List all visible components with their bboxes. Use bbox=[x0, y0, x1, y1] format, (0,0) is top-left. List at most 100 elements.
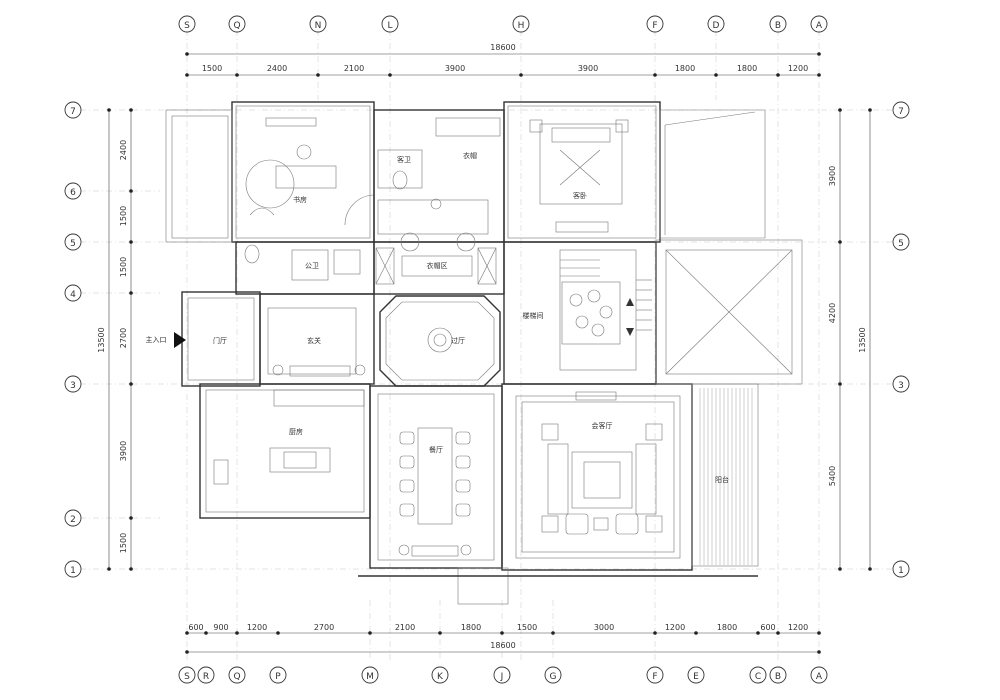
bubble-top-A: A bbox=[816, 21, 823, 31]
bottom-dim-11: 600 bbox=[760, 623, 775, 632]
top-grid-bubbles: S Q N L H F D B A bbox=[178, 15, 828, 33]
wc-fixtures bbox=[244, 117, 501, 281]
room-dining: 餐厅 bbox=[429, 445, 443, 454]
bottom-dim-3: 1200 bbox=[247, 623, 267, 632]
room-kitchen: 厨房 bbox=[289, 427, 303, 436]
top-dim-4: 3900 bbox=[445, 64, 465, 73]
bubble-top-B: B bbox=[775, 21, 781, 31]
left-dimension-lines: 13500 2400 1500 1500 2700 3900 1500 bbox=[97, 108, 133, 571]
bubble-bottom-G: G bbox=[550, 672, 557, 682]
bottom-dim-12: 1200 bbox=[788, 623, 808, 632]
right-grid-bubbles: 7 5 3 1 bbox=[892, 101, 910, 578]
left-dim-3: 1500 bbox=[119, 257, 128, 277]
bubble-right-1: 1 bbox=[898, 566, 904, 576]
room-cloakroom: 衣帽区 bbox=[427, 261, 448, 270]
label-main-entrance: 主入口 bbox=[146, 335, 167, 344]
left-dim-5: 3900 bbox=[119, 441, 128, 461]
room-guest-wc: 客卫 bbox=[397, 155, 411, 164]
left-dim-4: 2700 bbox=[119, 328, 128, 348]
room-closet: 衣帽 bbox=[463, 151, 477, 160]
room-hall: 过厅 bbox=[451, 336, 465, 345]
room-labels: 书房 客卫 衣帽 客卧 公卫 衣帽区 门厅 玄关 过厅 楼梯间 厨房 餐厅 会客… bbox=[146, 151, 730, 484]
room-study: 书房 bbox=[293, 195, 307, 204]
bubble-bottom-B: B bbox=[775, 672, 781, 682]
top-dimension-lines: 18600 1500 2400 2100 3900 3900 1800 1800… bbox=[185, 43, 821, 77]
room-balcony: 阳台 bbox=[715, 475, 729, 484]
bottom-grid-bubbles: S R Q P M K J G F E C B A bbox=[178, 666, 828, 684]
dining-furniture bbox=[398, 427, 472, 557]
bubble-top-L: L bbox=[387, 21, 392, 31]
top-dim-5: 3900 bbox=[578, 64, 598, 73]
left-grid-bubbles: 7 6 5 4 3 2 1 bbox=[64, 101, 82, 578]
bubble-bottom-A: A bbox=[816, 672, 823, 682]
right-dim-1: 3900 bbox=[828, 166, 837, 186]
balcony-hatch bbox=[699, 388, 753, 565]
bottom-dim-7: 1500 bbox=[517, 623, 537, 632]
top-dim-8: 1200 bbox=[788, 64, 808, 73]
top-dim-1: 1500 bbox=[202, 64, 222, 73]
bubble-left-5: 5 bbox=[70, 239, 76, 249]
right-dim-3: 5400 bbox=[828, 466, 837, 486]
top-dim-2: 2400 bbox=[267, 64, 287, 73]
bubble-top-F: F bbox=[652, 21, 657, 31]
right-dimension-lines: 3900 4200 5400 13500 bbox=[828, 108, 872, 571]
top-dim-3: 2100 bbox=[344, 64, 364, 73]
bubble-bottom-M: M bbox=[366, 672, 374, 682]
room-foyer: 玄关 bbox=[307, 336, 321, 345]
bottom-total-dim: 18600 bbox=[490, 641, 515, 650]
bubble-left-4: 4 bbox=[70, 290, 76, 300]
kitchen-furniture bbox=[213, 389, 365, 485]
bottom-dim-4: 2700 bbox=[314, 623, 334, 632]
bottom-dimension-lines: 600 900 1200 2700 2100 1800 1500 3000 12… bbox=[185, 623, 821, 654]
room-reception: 会客厅 bbox=[592, 421, 613, 430]
room-stairwell: 楼梯间 bbox=[523, 311, 544, 320]
bottom-dim-9: 1200 bbox=[665, 623, 685, 632]
left-total-dim: 13500 bbox=[97, 327, 106, 352]
building-outline bbox=[165, 101, 803, 605]
bubble-bottom-J: J bbox=[500, 672, 504, 682]
cloakroom-fixtures bbox=[375, 232, 497, 285]
left-dim-2: 1500 bbox=[119, 206, 128, 226]
bottom-dim-10: 1800 bbox=[717, 623, 737, 632]
room-guest-bedroom: 客卧 bbox=[573, 191, 587, 200]
bedroom-furniture bbox=[529, 119, 629, 233]
bubble-bottom-R: R bbox=[203, 672, 209, 682]
foyer-furniture bbox=[272, 327, 453, 377]
left-dim-1: 2400 bbox=[119, 140, 128, 160]
bubble-top-Q: Q bbox=[233, 21, 240, 31]
bubble-bottom-K: K bbox=[437, 672, 444, 682]
bubble-left-3: 3 bbox=[70, 381, 76, 391]
bubble-left-6: 6 bbox=[70, 188, 76, 198]
study-furniture bbox=[245, 117, 374, 226]
top-dim-7: 1800 bbox=[737, 64, 757, 73]
bubble-right-7: 7 bbox=[898, 107, 904, 117]
bubble-bottom-S: S bbox=[184, 672, 190, 682]
bubble-top-D: D bbox=[713, 21, 720, 31]
bubble-bottom-E: E bbox=[693, 672, 699, 682]
room-entrance-hall: 门厅 bbox=[213, 336, 227, 345]
bubble-left-7: 7 bbox=[70, 107, 76, 117]
bottom-dim-1: 600 bbox=[188, 623, 203, 632]
bubble-bottom-Q: Q bbox=[233, 672, 240, 682]
reception-furniture bbox=[541, 391, 663, 535]
bubble-bottom-F: F bbox=[652, 672, 657, 682]
right-total-dim: 13500 bbox=[858, 327, 867, 352]
bubble-right-5: 5 bbox=[898, 239, 904, 249]
bubble-top-H: H bbox=[518, 21, 525, 31]
left-dim-6: 1500 bbox=[119, 533, 128, 553]
bubble-bottom-C: C bbox=[755, 672, 761, 682]
axis-grid bbox=[80, 30, 910, 660]
bubble-bottom-P: P bbox=[275, 672, 281, 682]
bubble-right-3: 3 bbox=[898, 381, 904, 391]
bubble-left-1: 1 bbox=[70, 566, 76, 576]
top-dim-6: 1800 bbox=[675, 64, 695, 73]
room-public-wc: 公卫 bbox=[305, 262, 319, 270]
bubble-top-S: S bbox=[184, 21, 190, 31]
bottom-dim-8: 3000 bbox=[594, 623, 614, 632]
top-total-dim: 18600 bbox=[490, 43, 515, 52]
staircase bbox=[559, 249, 652, 371]
bubble-left-2: 2 bbox=[70, 515, 76, 525]
bubble-top-N: N bbox=[315, 21, 322, 31]
bottom-dim-6: 1800 bbox=[461, 623, 481, 632]
